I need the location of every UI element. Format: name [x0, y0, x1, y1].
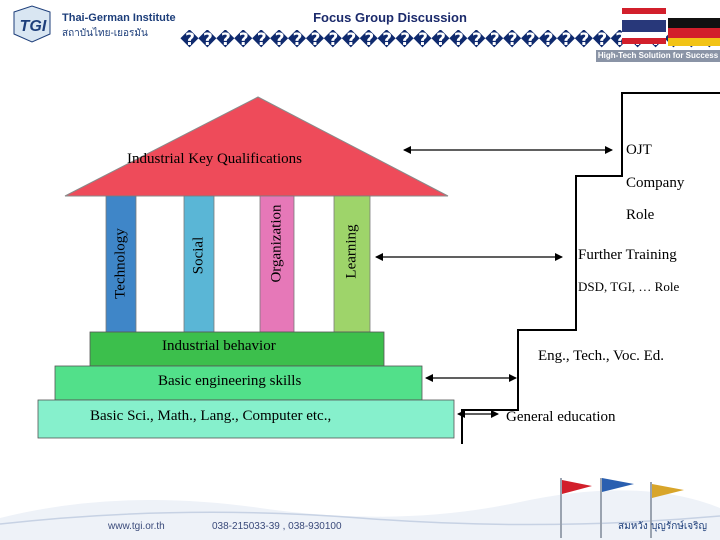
pillar-label-organization: Organization [268, 204, 285, 283]
dsd-role-label: DSD, TGI, … Role [578, 279, 680, 294]
presenter-name: สมหวัง บุญรักษ์เจริญ [618, 521, 708, 532]
logo-text: TGI [20, 18, 47, 35]
step-basic-engineering [54, 365, 423, 401]
page-title: Focus Group Discussion [313, 10, 467, 25]
header: TGI Thai-German Institute สถาบันไทย-เยอร… [0, 0, 720, 68]
tagline-bar: High-Tech Solution for Success [596, 50, 720, 62]
page-subtitle: ����������������������������������������… [180, 30, 720, 50]
step-label-industrial-behavior: Industrial behavior [162, 338, 276, 354]
career-staircase-line [461, 92, 720, 444]
flags-icon [622, 8, 720, 46]
voc-ed-label: Eng., Tech., Voc. Ed. [538, 348, 665, 364]
step-label-basic-science: Basic Sci., Math., Lang., Computer etc., [90, 408, 332, 424]
footer-website[interactable]: www.tgi.or.th [108, 521, 165, 532]
pillar-technology [105, 195, 137, 333]
company-label: Company [626, 175, 685, 191]
tgi-logo-icon: TGI [13, 5, 51, 43]
flag-poles-icon [560, 478, 684, 538]
pillar-social [183, 195, 215, 333]
institute-name: Thai-German Institute [62, 12, 176, 24]
footer-phone: 038-215033-39 , 038-930100 [212, 521, 342, 532]
ojt-label: OJT [626, 142, 652, 158]
roof-shape [64, 96, 449, 197]
footer-decoration-icon [0, 478, 720, 540]
further-training-label: Further Training [578, 247, 677, 263]
roof-label: Industrial Key Qualifications [127, 151, 302, 167]
general-education-label: General education [506, 409, 616, 425]
step-label-basic-engineering: Basic engineering skills [158, 373, 302, 389]
pillar-label-social: Social [190, 236, 207, 275]
company-role-label: Role [626, 207, 655, 223]
step-basic-science [37, 399, 455, 439]
pillar-label-learning: Learning [343, 224, 360, 279]
pillar-label-technology: Technology [112, 228, 129, 299]
step-industrial-behavior [89, 331, 385, 367]
institute-thai-name: สถาบันไทย-เยอรมัน [62, 28, 148, 39]
